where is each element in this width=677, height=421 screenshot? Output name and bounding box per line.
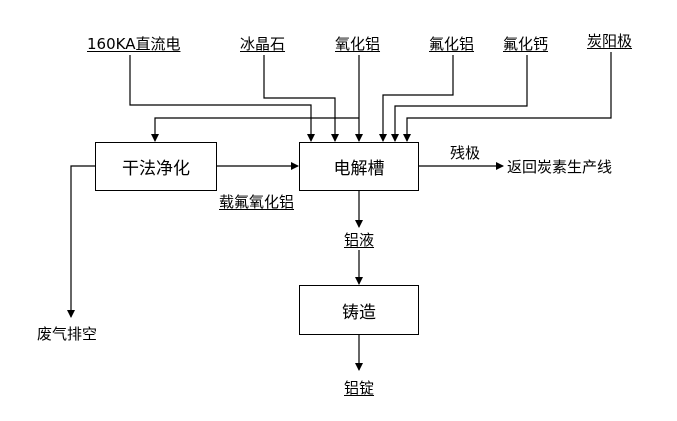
input-calcium-fluoride: 氟化钙	[503, 35, 549, 53]
flow-exhaust-to-air: 废气排空	[37, 325, 98, 343]
input-alumina: 氧化铝	[335, 35, 381, 53]
input-carbon-anode: 炭阳极	[587, 32, 633, 50]
line-exhaust	[67, 165, 95, 318]
line-carbon-anode	[403, 52, 612, 142]
line-calcium-fluoride	[391, 55, 528, 142]
flow-anode-butts: 残极	[450, 144, 481, 162]
input-dc-power: 160KA直流电	[87, 35, 181, 53]
flow-return-carbon-line: 返回炭素生产线	[507, 158, 613, 176]
line-dc-power	[129, 55, 315, 142]
line-cryolite	[263, 55, 339, 142]
line-aluminum-fluoride	[379, 55, 454, 142]
line-alumina-to-purification	[151, 117, 359, 142]
flow-fluorine-loaded-alumina: 载氟氧化铝	[219, 193, 295, 211]
input-aluminum-fluoride: 氟化铝	[429, 35, 475, 53]
flow-molten-aluminum: 铝液	[344, 231, 375, 249]
input-cryolite: 冰晶石	[240, 35, 286, 53]
process-electrolytic-cell: 电解槽	[299, 142, 419, 191]
process-dry-purification: 干法净化	[95, 142, 217, 191]
flow-aluminum-ingot: 铝锭	[344, 379, 375, 397]
process-casting: 铸造	[299, 285, 419, 335]
